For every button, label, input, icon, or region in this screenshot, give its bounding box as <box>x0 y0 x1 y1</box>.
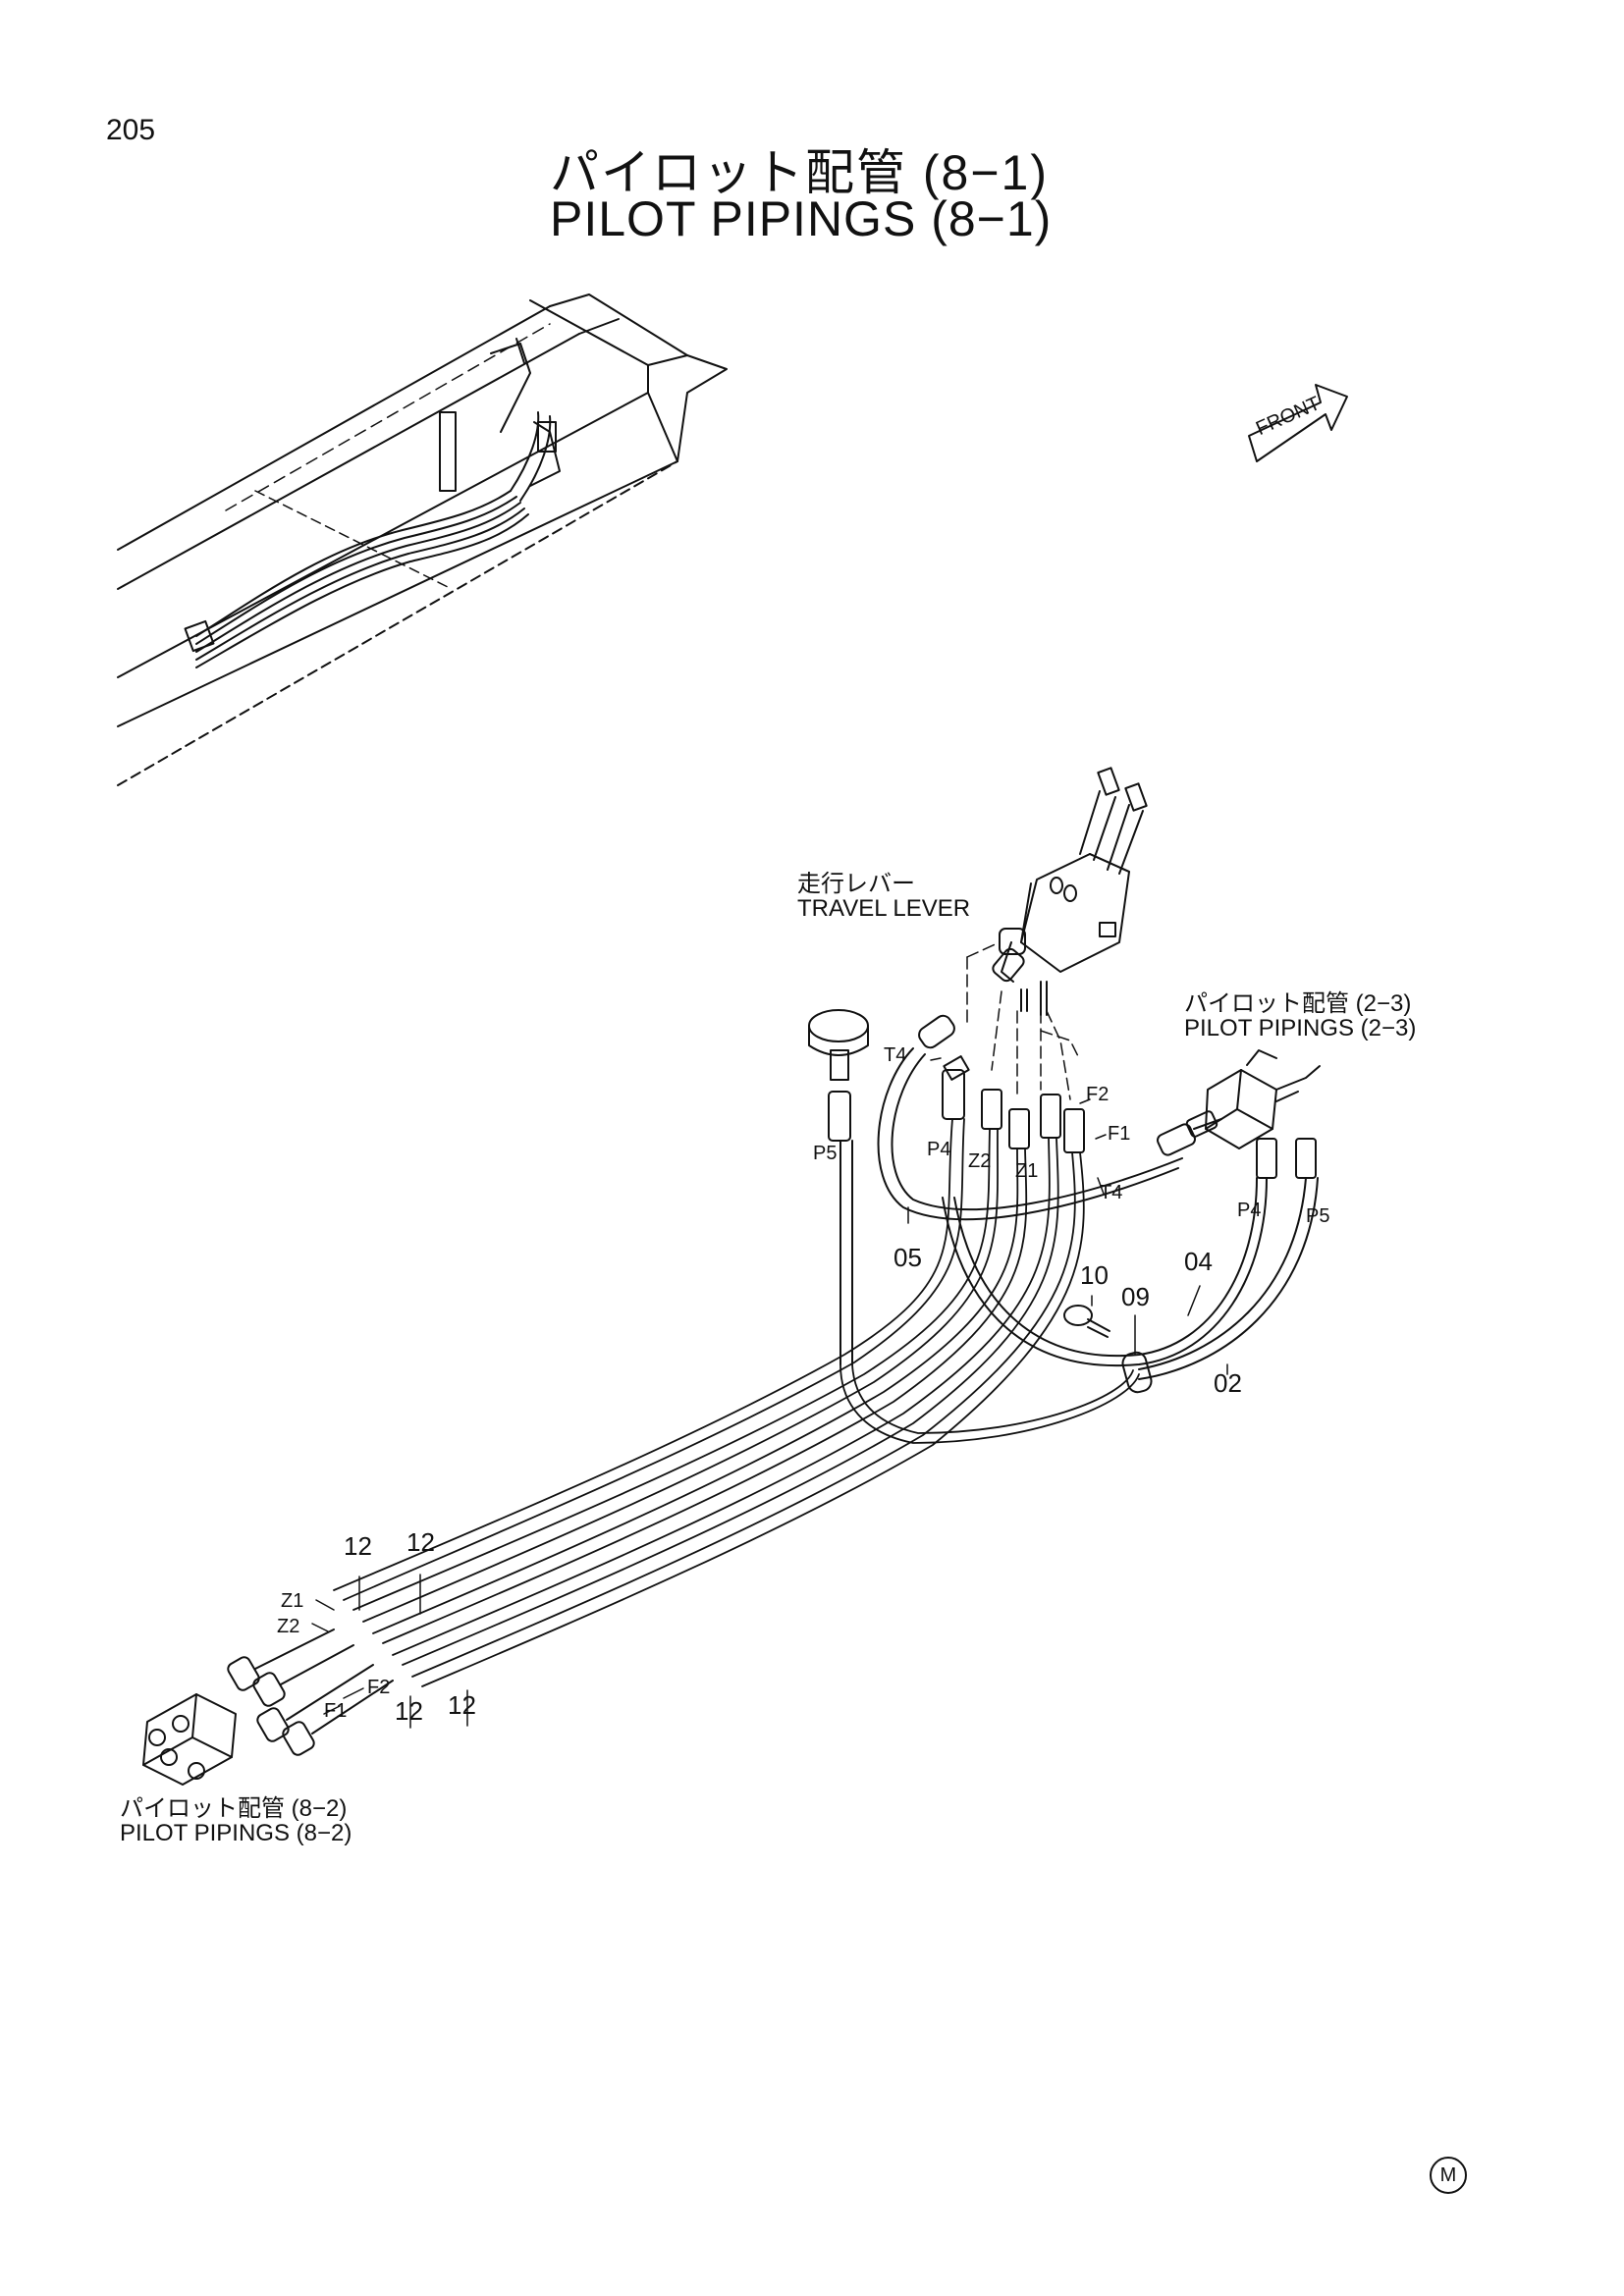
port-label-p4: P4 <box>927 1139 951 1160</box>
part-number-05: 05 <box>893 1243 922 1272</box>
travel-lever-illustration <box>992 767 1148 1016</box>
pilot-23-label-jp: パイロット配管 (2−3) <box>1184 990 1412 1017</box>
pilot-block-illustration <box>1185 1049 1321 1179</box>
port-label-t4: T4 <box>1100 1182 1123 1203</box>
page-title-jp: パイロット配管 (8−1) <box>550 145 1050 200</box>
part-number-10: 10 <box>1080 1260 1109 1290</box>
port-label-z2: Z2 <box>277 1616 300 1637</box>
page-number: 205 <box>106 114 156 146</box>
pilot-23-label-en: PILOT PIPINGS (2−3) <box>1184 1015 1417 1041</box>
part-number-02: 02 <box>1214 1368 1242 1398</box>
port-label-z1: Z1 <box>1015 1160 1039 1182</box>
dashed-guide-lines <box>966 941 1081 1100</box>
port-label-f2: F2 <box>1086 1084 1110 1105</box>
lever-fittings <box>942 1055 1085 1153</box>
leader-lines <box>311 1057 1228 1729</box>
port-label-f1: F1 <box>1108 1123 1131 1145</box>
port-label-z1: Z1 <box>281 1590 304 1612</box>
port-label-p4: P4 <box>1237 1200 1262 1221</box>
part-number-12: 12 <box>448 1690 476 1720</box>
manufacturer-mark: M <box>1430 2157 1467 2194</box>
part-number-09: 09 <box>1121 1282 1150 1311</box>
travel-lever-label-jp: 走行レバー <box>797 871 915 897</box>
hose-bundle <box>333 1118 1140 1687</box>
travel-lever-label-en: TRAVEL LEVER <box>797 895 971 922</box>
port-label-f1: F1 <box>324 1700 348 1722</box>
port-label-p5: P5 <box>813 1143 838 1164</box>
cab-floor-illustration <box>117 294 728 786</box>
pilot-82-label-jp: パイロット配管 (8−2) <box>120 1795 348 1822</box>
part-number-12: 12 <box>395 1696 423 1726</box>
part-number-12: 12 <box>344 1531 372 1561</box>
pilot-82-label-en: PILOT PIPINGS (8−2) <box>120 1820 352 1846</box>
port-label-f2: F2 <box>367 1677 391 1698</box>
port-label-z2: Z2 <box>968 1150 992 1172</box>
port-label-t4: T4 <box>884 1044 907 1066</box>
port-label-p5: P5 <box>1306 1205 1330 1227</box>
part-number-04: 04 <box>1184 1247 1213 1276</box>
hose-02-04 <box>942 1177 1319 1394</box>
part-number-12: 12 <box>406 1527 435 1557</box>
front-arrow-icon <box>1248 384 1348 462</box>
gauge-fitting-illustration <box>808 1009 869 1365</box>
lower-valve-block <box>142 1629 394 1786</box>
page-title-en: PILOT PIPINGS (8−1) <box>550 191 1053 246</box>
